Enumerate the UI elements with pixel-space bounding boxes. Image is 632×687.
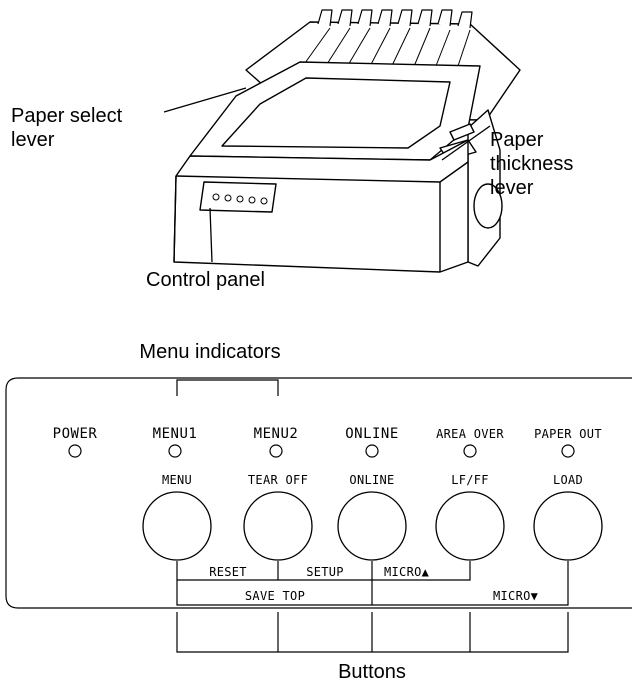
indicator-label-online: ONLINE [345, 426, 399, 442]
button-label-online: ONLINE [349, 473, 395, 487]
menu2-lamp [269, 444, 283, 458]
callout-line: lever [490, 177, 534, 199]
online-button-circle [337, 491, 407, 561]
power-lamp [68, 444, 82, 458]
lf-ff-button[interactable] [436, 492, 504, 560]
paper-thickness-lever-callout: Paper thickness lever [490, 128, 573, 200]
menu-button[interactable] [143, 492, 211, 560]
button-label-tear-off: TEAR OFF [247, 473, 309, 487]
paper-out-lamp [561, 444, 575, 458]
load-button-circle [533, 491, 603, 561]
paper-select-lever-callout: Paper select lever [11, 104, 122, 152]
combo-label-micro-up: MICRO▲ [384, 565, 430, 579]
indicator-label-paper-out: PAPER OUT [534, 427, 602, 441]
area-over-lamp [463, 444, 477, 458]
online-button[interactable] [338, 492, 406, 560]
indicator-label-menu1: MENU1 [152, 426, 198, 442]
tear-off-button[interactable] [244, 492, 312, 560]
indicator-label-area-over: AREA OVER [436, 427, 504, 441]
tear-off-button-circle [243, 491, 313, 561]
online-lamp [365, 444, 379, 458]
menu-indicators-label: Menu indicators [139, 341, 281, 363]
callout-line: Paper [490, 129, 544, 151]
menu-button-circle [142, 491, 212, 561]
callout-line: Paper select [11, 105, 123, 127]
combo-label-save-top: SAVE TOP [244, 589, 306, 603]
indicator-label-power: POWER [52, 426, 98, 442]
callout-line: thickness [490, 153, 574, 175]
button-label-menu: MENU [161, 473, 193, 487]
combo-label-setup: SETUP [306, 565, 344, 579]
lf-ff-button-circle [435, 491, 505, 561]
printer-illustration [163, 9, 521, 273]
button-label-load: LOAD [552, 473, 584, 487]
combo-label-reset: RESET [209, 565, 247, 579]
control-panel-callout: Control panel [146, 269, 265, 291]
buttons-label: Buttons [338, 661, 406, 683]
indicator-label-menu2: MENU2 [253, 426, 299, 442]
callout-line: lever [11, 129, 55, 151]
button-label-lf-ff: LF/FF [451, 473, 489, 487]
load-button[interactable] [534, 492, 602, 560]
menu1-lamp [168, 444, 182, 458]
combo-label-micro-down: MICRO▼ [493, 589, 539, 603]
